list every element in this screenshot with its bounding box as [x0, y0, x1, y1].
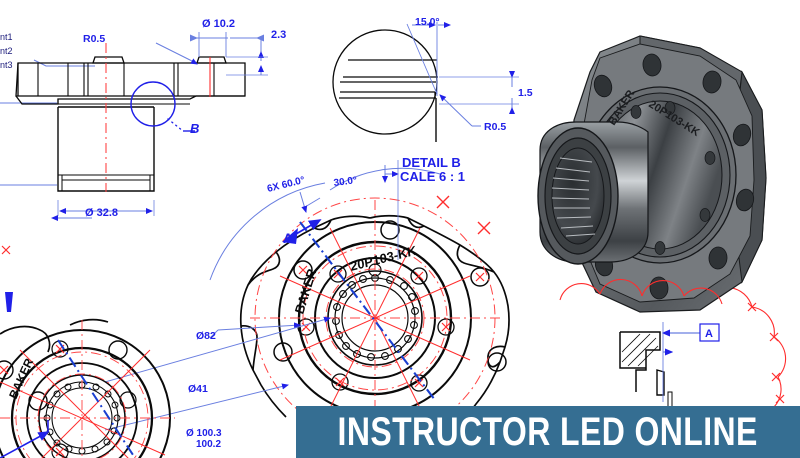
section-view-top [0, 32, 268, 216]
detail-view-scale: CALE 6 : 1 [400, 169, 465, 184]
dim-angle-15: 15.0° [415, 16, 440, 28]
dim-dia-100-2: 100.2 [196, 439, 221, 450]
banner-label: INSTRUCTOR LED ONLINE [337, 410, 759, 454]
model-view-3d: BAKER 20P103-KK [537, 35, 767, 313]
dim-index-angle: 30.0° [333, 175, 358, 189]
dim-r05-detail: R0.5 [484, 121, 506, 133]
detail-view-title: DETAIL B [402, 155, 461, 170]
dim-height-1-5: 1.5 [518, 87, 533, 99]
datum-label-a: A [705, 328, 713, 340]
dim-dia-100-3: Ø 100.3 [186, 428, 222, 439]
cut-label-3: nt3 [0, 60, 13, 70]
dim-height-2-3: 2.3 [271, 29, 286, 41]
dim-dia-41: Ø41 [188, 383, 208, 395]
dim-r05-top: R0.5 [83, 33, 105, 45]
section-arrow-label-a: A [283, 230, 293, 246]
dim-dia-82: Ø82 [196, 330, 216, 342]
dim-dia-10-2: Ø 10.2 [202, 18, 235, 30]
lower-left-view [0, 215, 175, 458]
detail-callout-b: B [190, 121, 199, 136]
front-view [104, 160, 510, 439]
cut-label-2: nt2 [0, 46, 13, 56]
instructor-led-online-banner: INSTRUCTOR LED ONLINE [296, 406, 800, 458]
cut-label-1: nt1 [0, 32, 13, 42]
detail-b-view [332, 22, 519, 142]
dim-dia-32-8: Ø 32.8 [85, 207, 118, 219]
dim-bolt-pattern: 6X 60.0° [266, 175, 306, 195]
